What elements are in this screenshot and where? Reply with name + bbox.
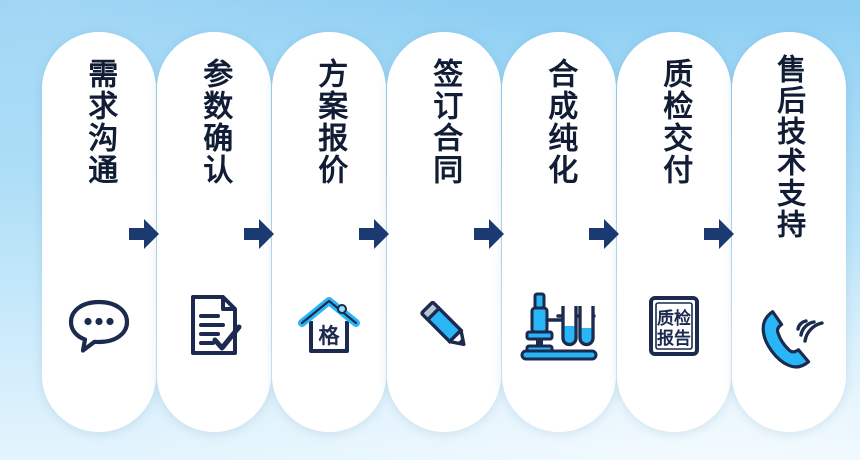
step-label-6: 质检交付	[657, 58, 693, 186]
arrow-right-icon-4	[472, 216, 506, 252]
arrow-right-icon-1	[127, 216, 161, 252]
qc-report-icon: 质检 报告	[617, 280, 731, 372]
step-label-7: 售后技术支持	[772, 54, 807, 240]
step-label-4: 签订合同	[427, 58, 463, 186]
price-house-icon-char: 格	[319, 324, 341, 348]
microscope-testtube-icon	[502, 280, 616, 372]
price-house-icon: 格	[272, 280, 386, 372]
step-card-6[interactable]: 质检交付 质检 报告	[617, 32, 731, 432]
arrow-right-icon-5	[587, 216, 621, 252]
step-label-5: 合成纯化	[542, 58, 578, 186]
step-label-2: 参数确认	[197, 58, 233, 186]
step-label-3: 方案报价	[312, 58, 348, 186]
phone-call-icon	[732, 294, 846, 386]
document-check-icon	[157, 280, 271, 372]
arrow-right-icon-3	[357, 216, 391, 252]
qc-report-icon-line2: 报告	[657, 328, 691, 349]
pencil-icon	[387, 280, 501, 372]
step-label-1: 需求沟通	[82, 58, 118, 186]
chat-bubble-icon	[42, 280, 156, 372]
qc-report-icon-line1: 质检	[657, 308, 691, 329]
arrow-right-icon-2	[242, 216, 276, 252]
arrow-right-icon-6	[702, 216, 736, 252]
step-card-7[interactable]: 售后技术支持	[732, 32, 846, 432]
